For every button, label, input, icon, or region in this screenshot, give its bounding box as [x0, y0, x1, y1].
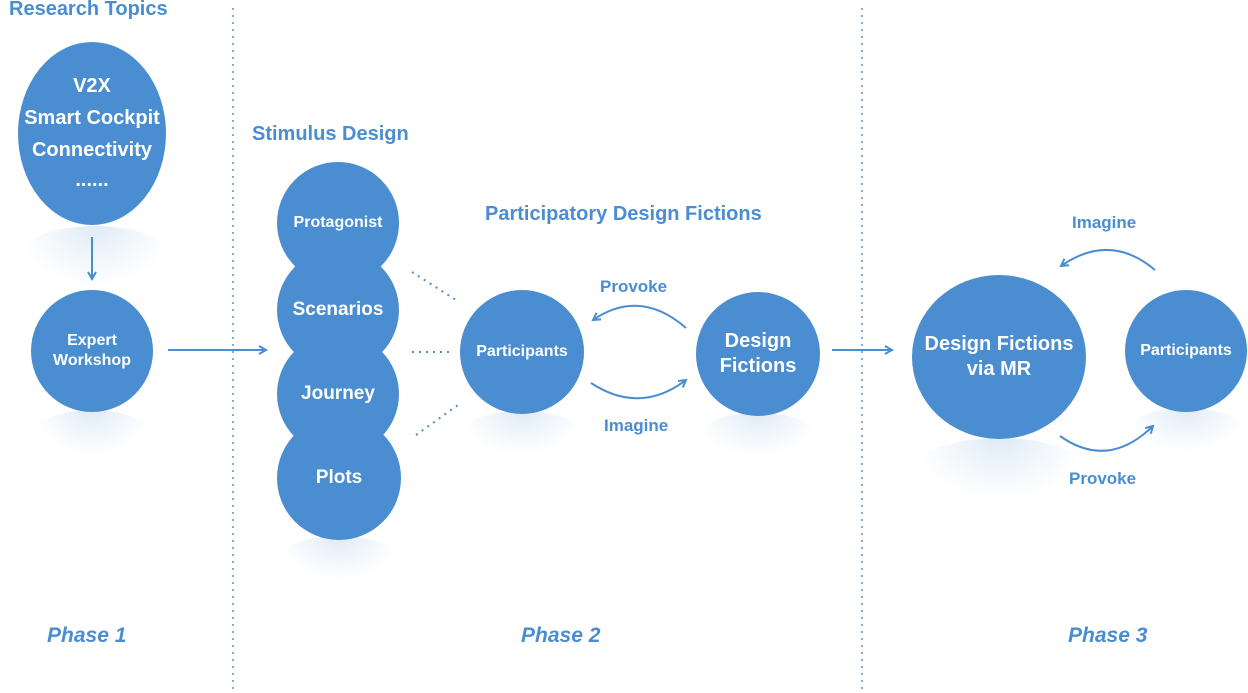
shadow-expert	[34, 410, 150, 456]
expert-workshop-line-1: Expert	[67, 332, 117, 349]
phase-2-label: Phase 2	[521, 624, 601, 647]
provoke-label-phase3: Provoke	[1069, 469, 1137, 488]
topic-ellipsis: ......	[75, 169, 109, 191]
participatory-design-fictions-header: Participatory Design Fictions	[485, 203, 762, 225]
phase-3-label: Phase 3	[1068, 624, 1148, 647]
design-fictions-node-phase2: Design Fictions	[696, 292, 820, 416]
plots-label: Plots	[315, 467, 363, 488]
curve-arrow-provoke-3	[1059, 426, 1153, 452]
phase-1-label: Phase 1	[47, 624, 127, 647]
dotted-connector-bottom	[415, 404, 459, 436]
topic-connectivity: Connectivity	[31, 139, 153, 161]
expert-workshop-node: Expert Workshop	[31, 290, 153, 412]
topic-v2x: V2X	[73, 75, 111, 97]
shadow-participants2	[462, 411, 582, 455]
protagonist-label: Protagonist	[293, 214, 383, 231]
topic-smart-cockpit: Smart Cockpit	[24, 107, 160, 129]
dotted-connector-top	[411, 271, 457, 301]
imagine-label-phase3: Imagine	[1072, 213, 1137, 232]
research-topics-node: V2X Smart Cockpit Connectivity ......	[18, 42, 166, 225]
journey-label: Journey	[301, 383, 375, 404]
design-fictions-line-1: Design	[724, 330, 792, 352]
shadow-fictions2	[698, 413, 818, 457]
participants-label-phase3: Participants	[1140, 342, 1232, 359]
participants-node-phase3: Participants	[1125, 290, 1247, 412]
shadow-topics	[20, 226, 170, 286]
plots-node: Plots	[277, 416, 401, 540]
design-fictions-mr-line-1: Design Fictions	[924, 333, 1074, 355]
curve-arrow-provoke-2	[593, 304, 687, 329]
shadow-fictions3	[915, 438, 1085, 500]
participants-node-phase2: Participants	[460, 290, 584, 414]
shadow-plots	[280, 536, 398, 580]
curve-arrow-imagine-3	[1061, 248, 1156, 271]
curve-arrow-imagine-2	[590, 380, 686, 400]
scenarios-label: Scenarios	[292, 299, 384, 320]
design-fictions-mr-node: Design Fictions via MR	[912, 275, 1086, 439]
design-fictions-mr-line-2: via MR	[966, 358, 1032, 380]
design-fictions-line-2: Fictions	[719, 355, 797, 377]
stimulus-design-header: Stimulus Design	[252, 123, 409, 145]
research-topics-header: Research Topics	[9, 0, 168, 20]
shadow-participants3	[1127, 408, 1245, 452]
provoke-label-phase2: Provoke	[600, 277, 668, 296]
imagine-label-phase2: Imagine	[604, 416, 669, 435]
participants-label-phase2: Participants	[476, 343, 568, 360]
expert-workshop-line-2: Workshop	[53, 352, 131, 369]
